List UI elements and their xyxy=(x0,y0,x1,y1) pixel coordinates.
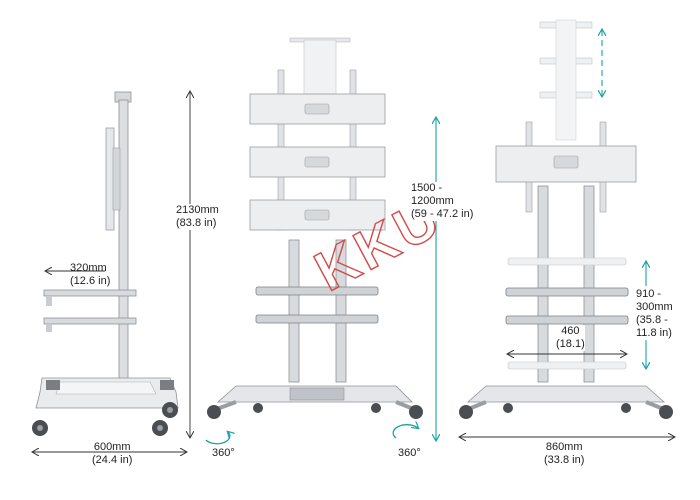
total-height-label: 2130mm (83.8 in) xyxy=(176,204,219,230)
rotation-label-right: 360° xyxy=(398,447,421,459)
front-view-stand xyxy=(207,37,423,419)
rotation-arrow-left xyxy=(205,432,230,445)
mount-range-label: 1500 - 1200mm (59 - 47.2 in) xyxy=(411,182,474,221)
depth-label: 320mm (12.6 in) xyxy=(70,262,111,287)
shelf-range-label: 910 - 300mm (35.8 - 11.8 in) xyxy=(636,288,673,340)
side-view-stand xyxy=(32,91,179,436)
base-width-label: 860mm (33.8 in) xyxy=(544,441,585,466)
rotation-label-left: 360° xyxy=(212,447,235,459)
rotation-arrow-right xyxy=(392,425,418,439)
shelf-width-label: 460 (18.1) xyxy=(556,325,585,351)
base-depth-label: 600mm (24.4 in) xyxy=(92,441,133,466)
front-view-stand-adjustable xyxy=(459,19,673,419)
